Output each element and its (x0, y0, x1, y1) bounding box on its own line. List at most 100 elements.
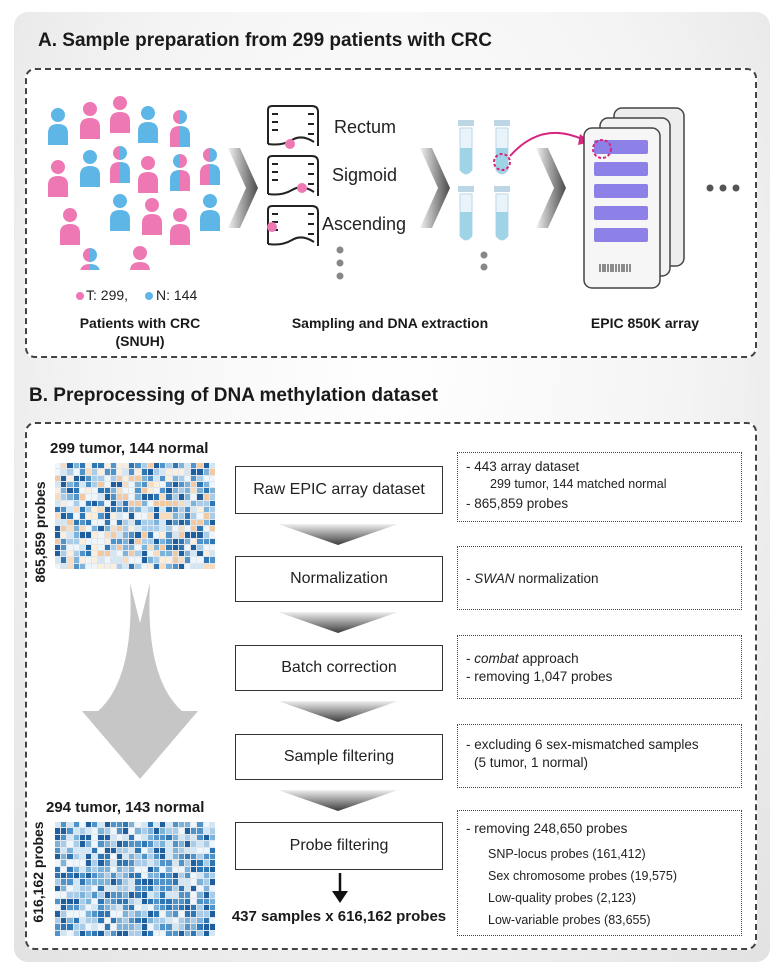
heatmap-cell (73, 532, 79, 538)
heatmap-cell (203, 500, 209, 507)
heatmap-cell (79, 866, 85, 873)
heatmap-cell (166, 551, 172, 557)
heatmap-cell (135, 475, 141, 481)
chevron-right-icon (228, 148, 258, 228)
heatmap-cell (129, 532, 135, 538)
heatmap-cell (110, 463, 116, 469)
heatmap-cell (67, 853, 73, 860)
heatmap-cell (123, 481, 129, 488)
heatmap-cell (104, 898, 110, 905)
heatmap-cell (172, 500, 178, 507)
heatmap-cell (197, 494, 203, 500)
heatmap-cell (160, 847, 166, 853)
heatmap-cell (73, 525, 79, 532)
heatmap-cell (191, 544, 197, 551)
heatmap-cell (116, 866, 123, 873)
heatmap-cell (154, 538, 160, 544)
heatmap-cell (154, 905, 160, 911)
heatmap-cell (166, 519, 172, 525)
note-probe-line4: Low-quality probes (2,123) (488, 891, 636, 905)
heatmap-cell (185, 544, 191, 551)
heatmap-cell (147, 519, 154, 525)
heatmap-cell (172, 879, 178, 885)
heatmap-cell (197, 525, 203, 532)
heatmap-cell (92, 917, 98, 924)
heatmap-cell (209, 892, 215, 898)
heatmap-cell (172, 519, 178, 525)
heatmap-cell (147, 551, 154, 557)
heatmap-cell (185, 488, 191, 494)
heatmap-cell (203, 532, 209, 538)
tumor-dot-icon (76, 292, 84, 300)
heatmap-cell (209, 544, 215, 551)
heatmap-cell (135, 463, 141, 469)
heatmap-cell (185, 905, 191, 911)
heatmap-cell (166, 917, 172, 924)
heatmap-cell (147, 463, 154, 469)
heatmap-cell (147, 828, 154, 834)
heatmap-cell (178, 892, 185, 898)
heatmap-cell (135, 494, 141, 500)
more-dots-icon (336, 246, 344, 280)
heatmap-cell (55, 513, 61, 519)
heatmap-cell (116, 917, 123, 924)
heatmap-cell (92, 898, 98, 905)
heatmap-cell (178, 469, 185, 475)
heatmap-cell (98, 507, 104, 513)
heatmap-cell (141, 873, 147, 879)
heatmap-cell (129, 525, 135, 532)
heatmap-cell (141, 841, 147, 847)
heatmap-cell (197, 860, 203, 866)
heatmap-cell (73, 544, 79, 551)
heatmap-cell (129, 898, 135, 905)
heatmap-cell (123, 463, 129, 469)
heatmap-cell (79, 873, 85, 879)
heatmap-cell (135, 917, 141, 924)
heatmap-cell (116, 557, 123, 563)
patient-icon (60, 208, 80, 245)
heatmap-cell (129, 885, 135, 892)
heatmap-cell (61, 563, 67, 569)
down-arrow-icon (278, 701, 398, 722)
note-normalization: - SWAN normalization (457, 546, 742, 610)
heatmap-cell (160, 519, 166, 525)
heatmap-cell (116, 519, 123, 525)
note-norm-method: SWAN (474, 571, 515, 586)
heatmap-cell (154, 917, 160, 924)
heatmap-cell (160, 525, 166, 532)
heatmap-cell (154, 525, 160, 532)
heatmap-cell (154, 879, 160, 885)
heatmap-cell (178, 488, 185, 494)
heatmap-cell (67, 911, 73, 917)
heatmap-cell (104, 911, 110, 917)
heatmap-cell (203, 488, 209, 494)
step-batch-correction: Batch correction (235, 645, 443, 691)
heatmap-cell (104, 538, 110, 544)
heatmap-cell (129, 507, 135, 513)
heatmap-cell (98, 917, 104, 924)
heatmap-cell (98, 822, 104, 828)
note-batch-prefix: - (466, 651, 475, 666)
heatmap-cell (209, 532, 215, 538)
heatmap-cell (203, 475, 209, 481)
heatmap-cell (160, 463, 166, 469)
heatmap-cell (191, 500, 197, 507)
heatmap-cell (154, 532, 160, 538)
heatmap-cell (92, 557, 98, 563)
heatmap-cell (166, 841, 172, 847)
patients-label: Patients with CRC (79, 315, 201, 331)
heatmap-cell (98, 879, 104, 885)
heatmap-cell (55, 463, 61, 469)
heatmap-cell (178, 841, 185, 847)
heatmap-cell (178, 917, 185, 924)
heatmap-cell (92, 860, 98, 866)
heatmap-cell (185, 481, 191, 488)
heatmap-cell (129, 481, 135, 488)
heatmap-cell (147, 841, 154, 847)
heatmap-cell (116, 860, 123, 866)
heatmap-cell (191, 905, 197, 911)
heatmap-cell (147, 879, 154, 885)
heatmap-cell (185, 911, 191, 917)
heatmap-cell (73, 905, 79, 911)
heatmap-cell (135, 563, 141, 569)
